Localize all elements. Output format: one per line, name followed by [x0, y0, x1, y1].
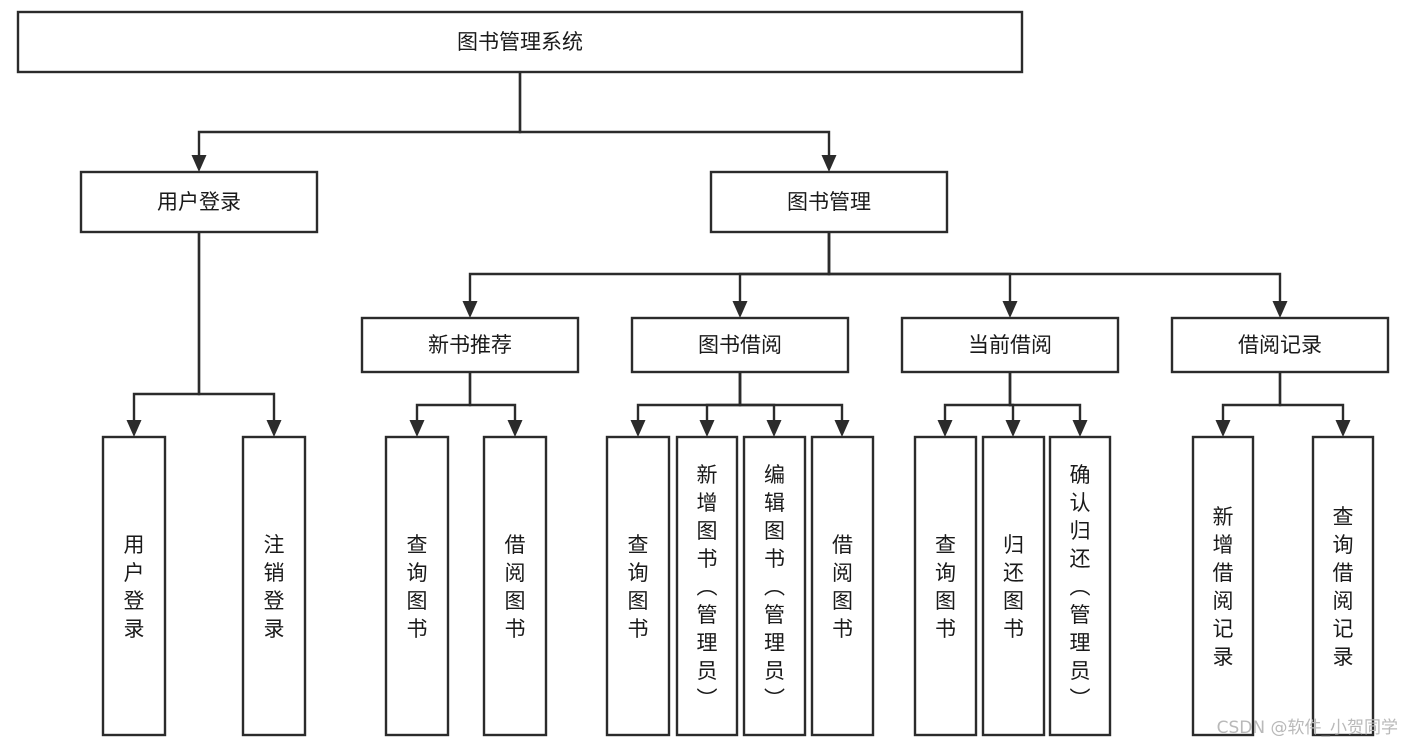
- node-n-leaf-query-record-box[interactable]: [1311, 435, 1375, 737]
- node-n-leaf-return-book-label: 归还图书: [1003, 533, 1024, 641]
- node-n-book-borrow-box[interactable]: [630, 316, 850, 374]
- connector-layer: [126, 72, 1351, 437]
- node-n-leaf-query-record[interactable]: 查询借阅记录: [1311, 435, 1375, 737]
- edge-root-to-n-book-manage: [518, 72, 837, 172]
- node-n-borrow-record-label: 借阅记录: [1238, 333, 1322, 357]
- node-n-leaf-confirm-return[interactable]: 确认归还︵管理员︶: [1048, 435, 1112, 737]
- edge-n-user-login-to-n-leaf-logout: [197, 232, 282, 437]
- node-n-leaf-query-book-1[interactable]: 查询图书: [384, 435, 450, 737]
- node-n-leaf-query-book-2[interactable]: 查询图书: [605, 435, 671, 737]
- node-n-leaf-add-book-box[interactable]: [675, 435, 739, 737]
- node-n-leaf-confirm-return-box[interactable]: [1048, 435, 1112, 737]
- node-n-leaf-edit-book[interactable]: 编辑图书︵管理员︶: [742, 435, 807, 737]
- node-n-new-book-rec-box[interactable]: [360, 316, 580, 374]
- node-n-leaf-borrow-book-1-label: 借阅图书: [505, 533, 526, 641]
- node-n-new-book-rec[interactable]: 新书推荐: [360, 316, 580, 374]
- node-n-leaf-user-login-label: 用户登录: [124, 533, 145, 641]
- node-n-book-borrow-label: 图书借阅: [698, 333, 782, 357]
- node-n-leaf-borrow-book-1[interactable]: 借阅图书: [482, 435, 548, 737]
- node-n-book-manage[interactable]: 图书管理: [709, 170, 949, 234]
- node-n-book-manage-box[interactable]: [709, 170, 949, 234]
- node-n-new-book-rec-label: 新书推荐: [428, 333, 512, 357]
- node-n-leaf-query-book-3-label: 查询图书: [935, 533, 956, 641]
- node-n-leaf-edit-book-label: 编辑图书︵管理员︶: [764, 463, 785, 711]
- node-n-borrow-record-box[interactable]: [1170, 316, 1390, 374]
- node-n-leaf-add-record-box[interactable]: [1191, 435, 1255, 737]
- node-n-leaf-add-book[interactable]: 新增图书︵管理员︶: [675, 435, 739, 737]
- node-n-current-borrow-box[interactable]: [900, 316, 1120, 374]
- node-n-user-login-label: 用户登录: [157, 190, 241, 214]
- node-n-leaf-query-book-2-label: 查询图书: [628, 533, 649, 641]
- node-n-leaf-query-book-1-box[interactable]: [384, 435, 450, 737]
- csdn-watermark: CSDN @软件_小贺同学: [1217, 718, 1398, 738]
- node-n-leaf-return-book-box[interactable]: [981, 435, 1046, 737]
- node-n-borrow-record[interactable]: 借阅记录: [1170, 316, 1390, 374]
- node-n-user-login[interactable]: 用户登录: [79, 170, 319, 234]
- node-n-current-borrow-label: 当前借阅: [968, 333, 1052, 357]
- node-n-leaf-logout-box[interactable]: [241, 435, 307, 737]
- node-n-leaf-logout-label: 注销登录: [264, 533, 285, 641]
- node-n-leaf-edit-book-box[interactable]: [742, 435, 807, 737]
- node-n-book-borrow[interactable]: 图书借阅: [630, 316, 850, 374]
- node-root-root[interactable]: 图书管理系统: [16, 10, 1024, 74]
- edge-root-to-n-user-login: [191, 72, 522, 172]
- node-n-leaf-borrow-book-2-label: 借阅图书: [832, 533, 853, 641]
- node-n-leaf-query-book-3-box[interactable]: [913, 435, 978, 737]
- node-n-leaf-user-login-box[interactable]: [101, 435, 167, 737]
- node-n-leaf-query-record-label: 查询借阅记录: [1333, 505, 1354, 669]
- edge-n-book-manage-to-n-book-borrow: [732, 232, 831, 318]
- node-n-leaf-confirm-return-label: 确认归还︵管理员︶: [1070, 463, 1091, 711]
- edge-n-book-borrow-to-n-leaf-borrow-book-2: [738, 372, 850, 437]
- node-n-leaf-query-book-3[interactable]: 查询图书: [913, 435, 978, 737]
- node-root-root-label: 图书管理系统: [457, 30, 583, 54]
- node-n-leaf-add-book-label: 新增图书︵管理员︶: [697, 463, 718, 711]
- edge-n-new-book-rec-to-n-leaf-query-book-1: [409, 372, 472, 437]
- node-n-leaf-query-book-1-label: 查询图书: [407, 533, 428, 641]
- edge-n-borrow-record-to-n-leaf-query-record: [1278, 372, 1351, 437]
- node-n-current-borrow[interactable]: 当前借阅: [900, 316, 1120, 374]
- node-n-leaf-add-record[interactable]: 新增借阅记录: [1191, 435, 1255, 737]
- edge-n-current-borrow-to-n-leaf-confirm-return: [1008, 372, 1088, 437]
- node-n-leaf-user-login[interactable]: 用户登录: [101, 435, 167, 737]
- edge-n-user-login-to-n-leaf-user-login: [126, 232, 201, 437]
- node-root-root-box[interactable]: [16, 10, 1024, 74]
- node-n-leaf-return-book[interactable]: 归还图书: [981, 435, 1046, 737]
- edge-n-borrow-record-to-n-leaf-add-record: [1215, 372, 1282, 437]
- node-n-user-login-box[interactable]: [79, 170, 319, 234]
- edge-n-current-borrow-to-n-leaf-query-book-3: [937, 372, 1012, 437]
- edge-n-new-book-rec-to-n-leaf-borrow-book-1: [468, 372, 523, 437]
- node-n-leaf-borrow-book-1-box[interactable]: [482, 435, 548, 737]
- node-layer: 图书管理系统用户登录图书管理新书推荐图书借阅当前借阅借阅记录用户登录注销登录查询…: [16, 10, 1390, 737]
- node-n-leaf-add-record-label: 新增借阅记录: [1213, 505, 1234, 669]
- node-n-leaf-logout[interactable]: 注销登录: [241, 435, 307, 737]
- node-n-leaf-query-book-2-box[interactable]: [605, 435, 671, 737]
- edge-n-book-manage-to-n-borrow-record: [827, 232, 1288, 318]
- node-n-leaf-borrow-book-2[interactable]: 借阅图书: [810, 435, 875, 737]
- node-n-book-manage-label: 图书管理: [787, 190, 871, 214]
- node-n-leaf-borrow-book-2-box[interactable]: [810, 435, 875, 737]
